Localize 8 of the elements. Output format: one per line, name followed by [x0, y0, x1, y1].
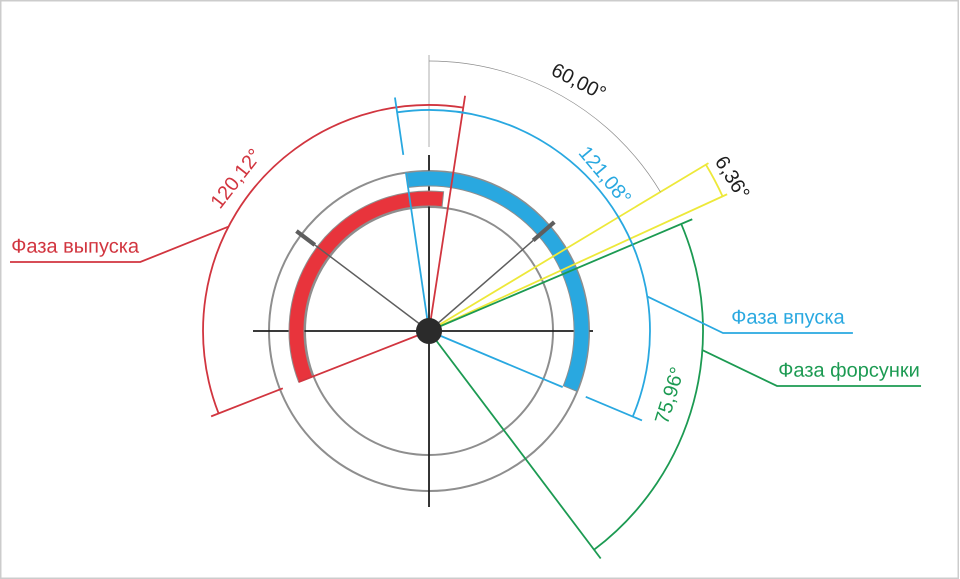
leader-line [10, 226, 229, 263]
leader-line [647, 296, 853, 334]
leader-line [702, 349, 922, 387]
phase-label: Фаза выпуска [12, 238, 140, 257]
phase-label: Фаза впуска [732, 310, 845, 328]
dimension-label: 75,96° [654, 367, 681, 422]
dimension-arc [593, 224, 704, 550]
phase-label: Фаза форсунки [779, 362, 918, 381]
